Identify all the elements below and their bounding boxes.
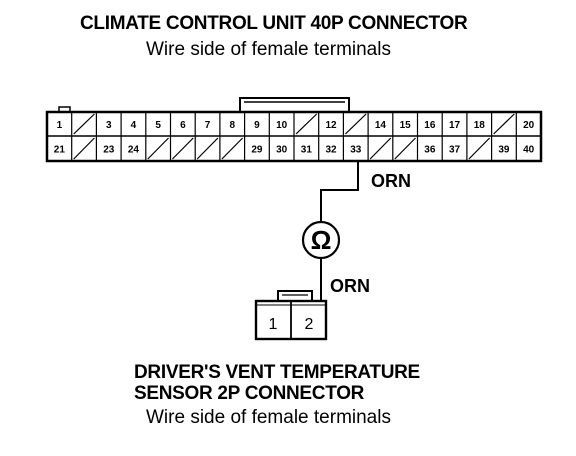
empty-terminal-slash: [172, 137, 194, 160]
ohm-icon: Ω: [311, 225, 332, 255]
bottom-terminal-1: 1: [269, 316, 278, 333]
empty-terminal-slash: [344, 113, 367, 135]
terminal-40: 40: [523, 145, 535, 156]
empty-terminal-slash: [73, 137, 95, 160]
terminal-31: 31: [301, 145, 313, 156]
terminal-9: 9: [254, 120, 260, 131]
empty-terminal-slash: [295, 113, 318, 135]
bottom-connector-title-line1: DRIVER'S VENT TEMPERATURE: [134, 362, 420, 383]
top-connector: [45, 97, 543, 163]
empty-terminal-slash: [468, 137, 491, 160]
terminal-1: 1: [57, 120, 63, 131]
empty-terminal-slash: [369, 137, 392, 160]
terminal-36: 36: [424, 145, 436, 156]
terminal-32: 32: [325, 145, 337, 156]
terminal-8: 8: [229, 120, 235, 131]
terminal-29: 29: [251, 145, 263, 156]
ohmmeter: Ω: [301, 220, 341, 260]
terminal-17: 17: [449, 120, 461, 131]
empty-terminal-slash: [394, 137, 416, 160]
terminal-16: 16: [424, 120, 436, 131]
terminal-15: 15: [400, 120, 412, 131]
bottom-connector: [254, 290, 328, 341]
terminal-23: 23: [103, 145, 115, 156]
empty-terminal-slash: [147, 137, 169, 160]
terminal-37: 37: [449, 145, 461, 156]
terminal-12: 12: [325, 120, 337, 131]
empty-terminal-slash: [196, 137, 219, 160]
empty-terminal-slash: [73, 113, 95, 135]
empty-terminal-slash: [221, 137, 244, 160]
terminal-33: 33: [350, 145, 362, 156]
terminal-6: 6: [180, 120, 186, 131]
terminal-3: 3: [106, 120, 112, 131]
top-connector-latch: [239, 97, 350, 112]
wire-color-lower: ORN: [330, 276, 370, 296]
terminal-20: 20: [523, 120, 535, 131]
terminal-14: 14: [375, 120, 387, 131]
terminal-10: 10: [276, 120, 288, 131]
terminal-18: 18: [474, 120, 486, 131]
terminal-24: 24: [128, 145, 140, 156]
bottom-connector-subtitle: Wire side of female terminals: [146, 407, 391, 428]
wire-upper: [320, 161, 359, 222]
terminal-21: 21: [54, 145, 66, 156]
terminal-39: 39: [498, 145, 510, 156]
top-connector-notch-left: [58, 106, 71, 112]
bottom-connector-title-line2: SENSOR 2P CONNECTOR: [134, 383, 365, 404]
terminal-7: 7: [205, 120, 211, 131]
terminal-4: 4: [131, 120, 137, 131]
terminal-30: 30: [276, 145, 288, 156]
wire-color-upper: ORN: [371, 171, 411, 191]
top-connector-subtitle: Wire side of female terminals: [146, 39, 391, 60]
bottom-connector-latch: [277, 290, 313, 301]
top-connector-title: CLIMATE CONTROL UNIT 40P CONNECTOR: [80, 13, 468, 34]
empty-terminal-slash: [493, 113, 515, 135]
bottom-terminal-2: 2: [305, 316, 314, 333]
terminal-5: 5: [155, 120, 161, 131]
